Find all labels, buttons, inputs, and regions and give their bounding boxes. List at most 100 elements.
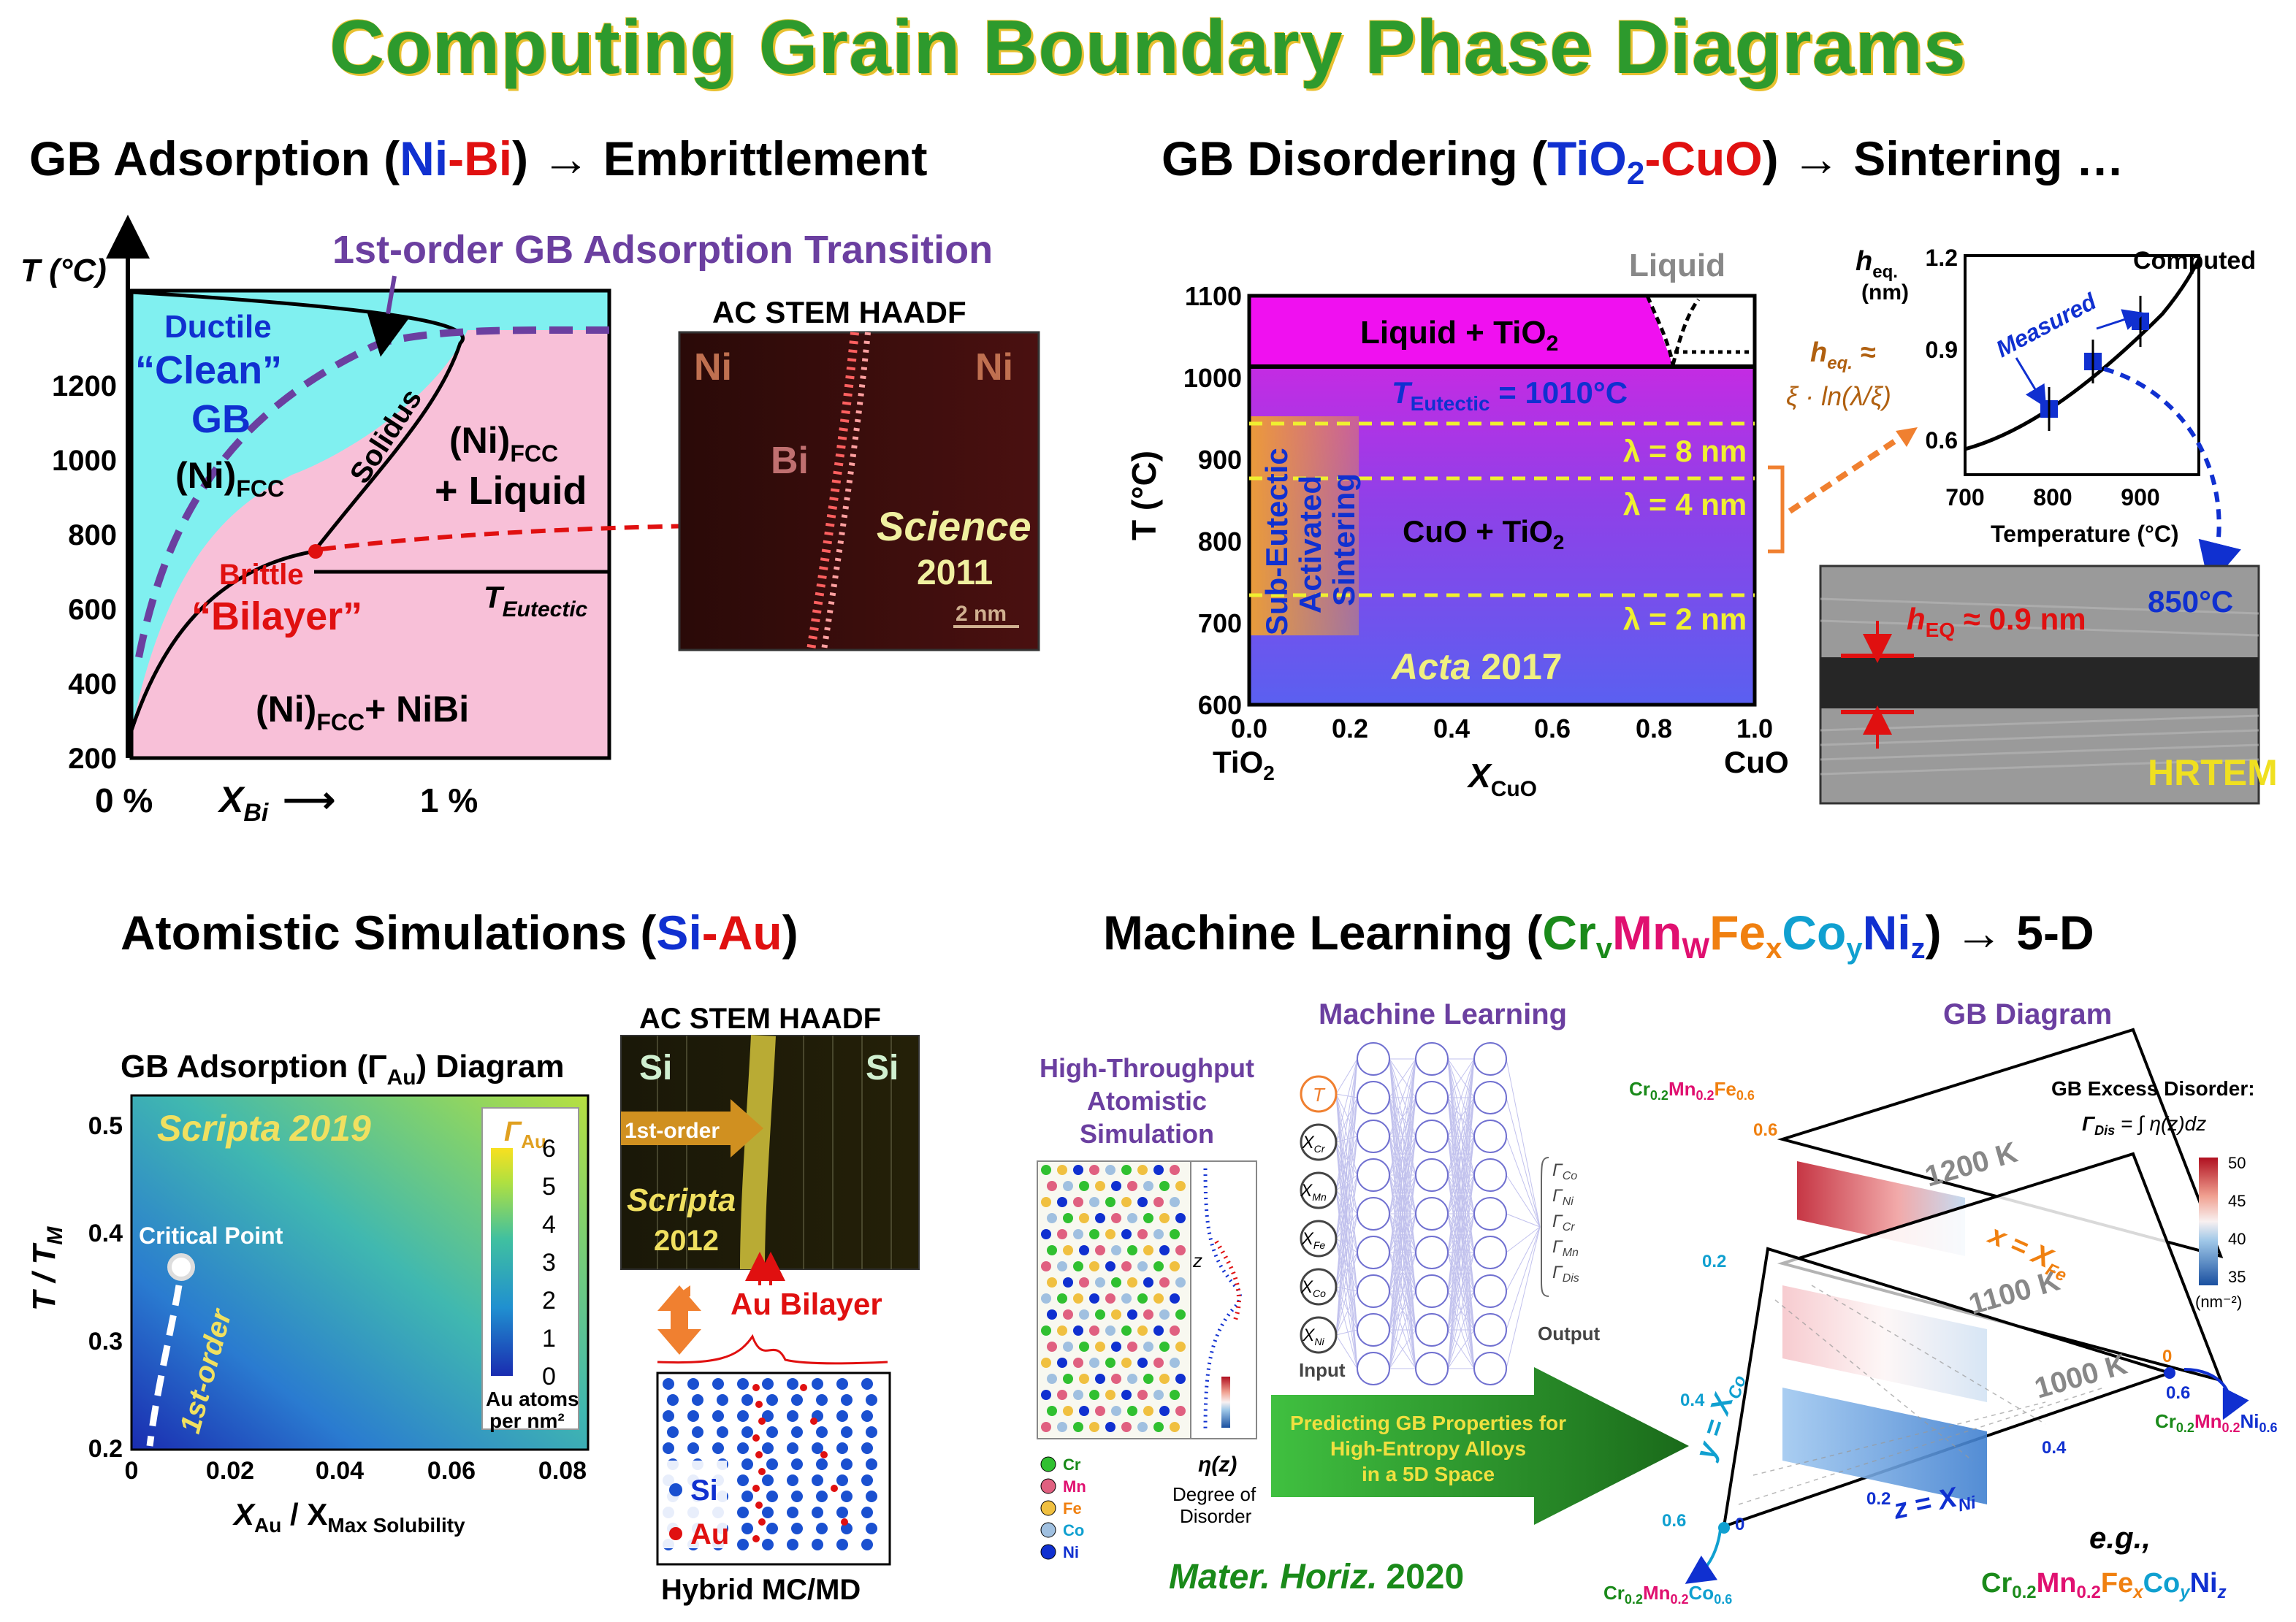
- eg-formula: Cr0.2Mn0.2FexCoyNiz: [1981, 1568, 2227, 1602]
- ml-title: Machine Learning: [1319, 998, 1567, 1030]
- nn-edge: [1389, 1058, 1416, 1137]
- ht-atom: [1041, 1325, 1051, 1336]
- si-atom: [791, 1491, 803, 1502]
- ht-atom: [1170, 1197, 1180, 1207]
- si-atom: [741, 1491, 753, 1502]
- ht-atom: [1073, 1293, 1083, 1304]
- ht-atom: [1127, 1374, 1137, 1384]
- panel-si-au: Atomistic Simulations (Si-Au) GB Adsorpt…: [26, 906, 920, 1606]
- au-atom: [810, 1418, 817, 1425]
- si-atom: [762, 1378, 774, 1390]
- si-atom: [812, 1378, 823, 1390]
- nn-edge: [1335, 1058, 1358, 1095]
- nn-edges: [1335, 1058, 1541, 1369]
- si-atom: [861, 1378, 873, 1390]
- ht-atom: [1175, 1342, 1186, 1352]
- stem-si-left: Si: [639, 1049, 672, 1087]
- nn-edge: [1389, 1058, 1416, 1098]
- nn-edge: [1335, 1174, 1358, 1288]
- nn-hidden-node: [1357, 1158, 1390, 1192]
- svg-text:1200: 1200: [52, 370, 117, 402]
- au-atom: [752, 1434, 760, 1442]
- temp-850-label: 850°C: [2148, 584, 2233, 619]
- nn-edge: [1447, 1058, 1475, 1137]
- nn-edge: [1506, 1058, 1541, 1228]
- y-axis-label-b: T (°C): [1125, 451, 1163, 540]
- stem-bi-label: Bi: [771, 440, 809, 482]
- nn-edge: [1389, 1174, 1416, 1369]
- ht-atom: [1089, 1261, 1099, 1271]
- ht-atom: [1175, 1374, 1186, 1384]
- x-right-b: CuO: [1724, 745, 1789, 779]
- svg-text:200: 200: [68, 743, 117, 775]
- ht-atom: [1137, 1422, 1148, 1432]
- ht-atom: [1095, 1181, 1105, 1191]
- svg-text:40: 40: [2228, 1230, 2246, 1248]
- hybrid-label: Hybrid MC/MD: [661, 1574, 861, 1606]
- svg-text:XFe: XFe: [1301, 1229, 1326, 1251]
- nn-edge: [1335, 1174, 1358, 1191]
- svg-text:ΓCr: ΓCr: [1552, 1212, 1575, 1233]
- svg-text:0.9: 0.9: [1926, 337, 1958, 363]
- si-atom: [866, 1426, 877, 1438]
- ht-atom: [1047, 1245, 1057, 1255]
- nn-hidden-node: [1415, 1274, 1449, 1308]
- liquid-tio2-label: Liquid + TiO2: [1360, 315, 1558, 356]
- nn-edge: [1506, 1097, 1541, 1228]
- colorbar-d: [2199, 1158, 2218, 1285]
- svg-text:0: 0: [125, 1457, 139, 1485]
- nn-edge: [1389, 1058, 1416, 1214]
- si-atom: [841, 1491, 853, 1502]
- x-axis-label-c: XAu / XMax Solubility: [232, 1497, 465, 1537]
- svg-text:0.04: 0.04: [316, 1457, 364, 1485]
- first-order-line-c: [146, 1285, 183, 1447]
- ht-atom: [1170, 1358, 1180, 1368]
- ht-atom: [1143, 1342, 1153, 1352]
- svg-text:ΓDis: ΓDis: [1552, 1263, 1579, 1285]
- nn-hidden-node: [1357, 1042, 1390, 1076]
- nn-edge: [1389, 1058, 1416, 1253]
- ht-atom: [1143, 1181, 1153, 1191]
- svg-text:T: T: [1313, 1084, 1326, 1106]
- nn-edge: [1335, 1238, 1358, 1253]
- colorbar-d-ticks: 50 45 40 35: [2228, 1154, 2246, 1286]
- ht-atom: [1063, 1181, 1073, 1191]
- ht-atom: [1089, 1165, 1099, 1175]
- svg-text:5: 5: [542, 1173, 556, 1201]
- subeutectic-label: Sub-Eutectic Activated Sintering: [1259, 448, 1361, 635]
- panel-ni-bi: GB Adsorption (Ni-Bi) → Embrittlement T …: [20, 131, 1040, 827]
- diagram-title-c: GB Adsorption (ΓAu) Diagram: [121, 1049, 565, 1090]
- ht-atom: [1063, 1342, 1073, 1352]
- ht-atom: [1170, 1229, 1180, 1239]
- nn-edge: [1335, 1190, 1358, 1214]
- ht-atom: [1170, 1293, 1180, 1304]
- excess-title: GB Excess Disorder:: [2051, 1077, 2255, 1100]
- si-atom: [667, 1394, 679, 1406]
- ht-atom: [1105, 1197, 1115, 1207]
- svg-text:0.6: 0.6: [1926, 427, 1958, 454]
- nn-edge: [1447, 1058, 1475, 1214]
- ht-atom: [1047, 1309, 1057, 1320]
- svg-text:400: 400: [68, 668, 117, 700]
- ht-atom: [1121, 1197, 1132, 1207]
- si-atom: [737, 1410, 749, 1422]
- ht-atom: [1063, 1309, 1073, 1320]
- ht-atom: [1095, 1309, 1105, 1320]
- si-atom: [866, 1523, 877, 1534]
- stem-journal-a: Science: [877, 503, 1031, 549]
- corner-right-label: Cr0.2Mn0.2Ni0.6: [2155, 1410, 2278, 1435]
- nn-edge: [1335, 1058, 1358, 1239]
- svg-text:High-Entropy Alloys: High-Entropy Alloys: [1330, 1437, 1526, 1460]
- svg-text:0.8: 0.8: [1636, 714, 1672, 743]
- nn-edge: [1447, 1290, 1475, 1369]
- ht-atom: [1159, 1342, 1170, 1352]
- svg-text:0.6: 0.6: [1753, 1120, 1777, 1140]
- ht-atom: [1047, 1213, 1057, 1223]
- si-atom: [663, 1410, 674, 1422]
- nn-edge: [1506, 1226, 1541, 1369]
- ht-atom: [1105, 1165, 1115, 1175]
- svg-text:0.3: 0.3: [88, 1328, 123, 1355]
- nn-edge: [1335, 1190, 1358, 1253]
